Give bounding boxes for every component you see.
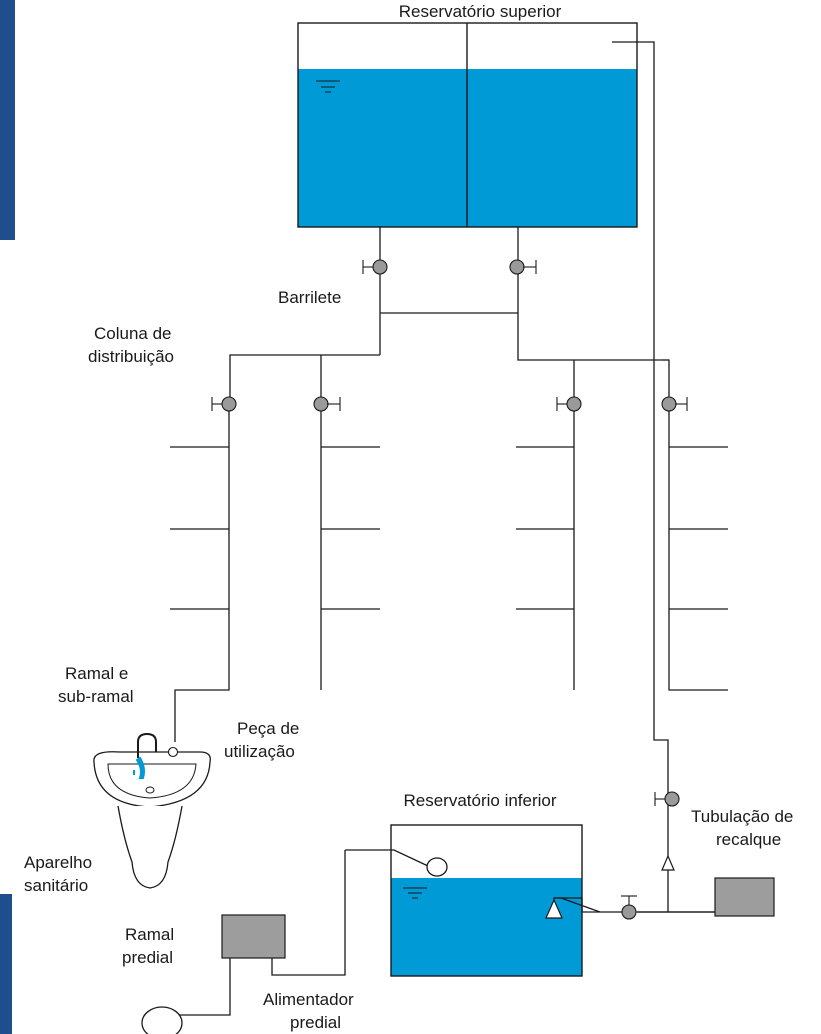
recalque-valve: [654, 791, 680, 807]
recalque-label-line2: recalque: [716, 830, 781, 849]
alimentador-pipe: [271, 850, 346, 976]
aparelho-label-line1: Aparelho: [24, 853, 92, 872]
alimentador-label-line1: Alimentador: [263, 990, 354, 1009]
ramal-predial-label-line2: predial: [122, 948, 173, 967]
sink-icon: [93, 732, 211, 889]
distribution-column-3: [516, 396, 582, 690]
suction-valve: [621, 895, 637, 920]
recalque-label-line1: Tubulação de: [691, 807, 793, 826]
street-main-icon: [141, 1006, 183, 1034]
ramal-predial-label-line1: Ramal: [125, 925, 174, 944]
lower-reservoir-water: [391, 878, 582, 976]
barrilete-valve-left: [362, 259, 388, 275]
peca-label-line1: Peça de: [237, 719, 299, 738]
pump-box: [714, 877, 775, 917]
check-valve-icon: [661, 854, 675, 871]
side-band-top: [0, 0, 15, 240]
float-valve: [345, 849, 448, 877]
coluna-label-line1: Coluna de: [94, 324, 172, 343]
water-stream-icon: [135, 756, 145, 779]
meter-box: [221, 914, 286, 959]
distribution-column-4: [654, 359, 728, 691]
ramal-label-line1: Ramal e: [65, 664, 128, 683]
alimentador-label-line2: predial: [290, 1013, 341, 1032]
left-manifold: [229, 354, 380, 405]
coluna-label-line2: distribuição: [88, 347, 174, 366]
distribution-column-1: [170, 396, 237, 742]
water-level-icon: [316, 80, 340, 93]
side-band-bottom: [0, 894, 12, 1034]
upper-reservoir: [297, 22, 638, 228]
barrilete-label: Barrilete: [278, 288, 341, 307]
distribution-column-2: [313, 396, 380, 690]
barrilete-valve-right: [509, 259, 537, 275]
lower-reservoir-label: Reservatório inferior: [403, 791, 556, 810]
aparelho-label-line2: sanitário: [24, 876, 88, 895]
upper-reservoir-label: Reservatório superior: [399, 2, 562, 21]
peca-label-line2: utilização: [224, 742, 295, 761]
ramal-label-line2: sub-ramal: [58, 687, 134, 706]
ramal-predial-pipe: [175, 958, 231, 1030]
right-manifold: [517, 355, 654, 361]
